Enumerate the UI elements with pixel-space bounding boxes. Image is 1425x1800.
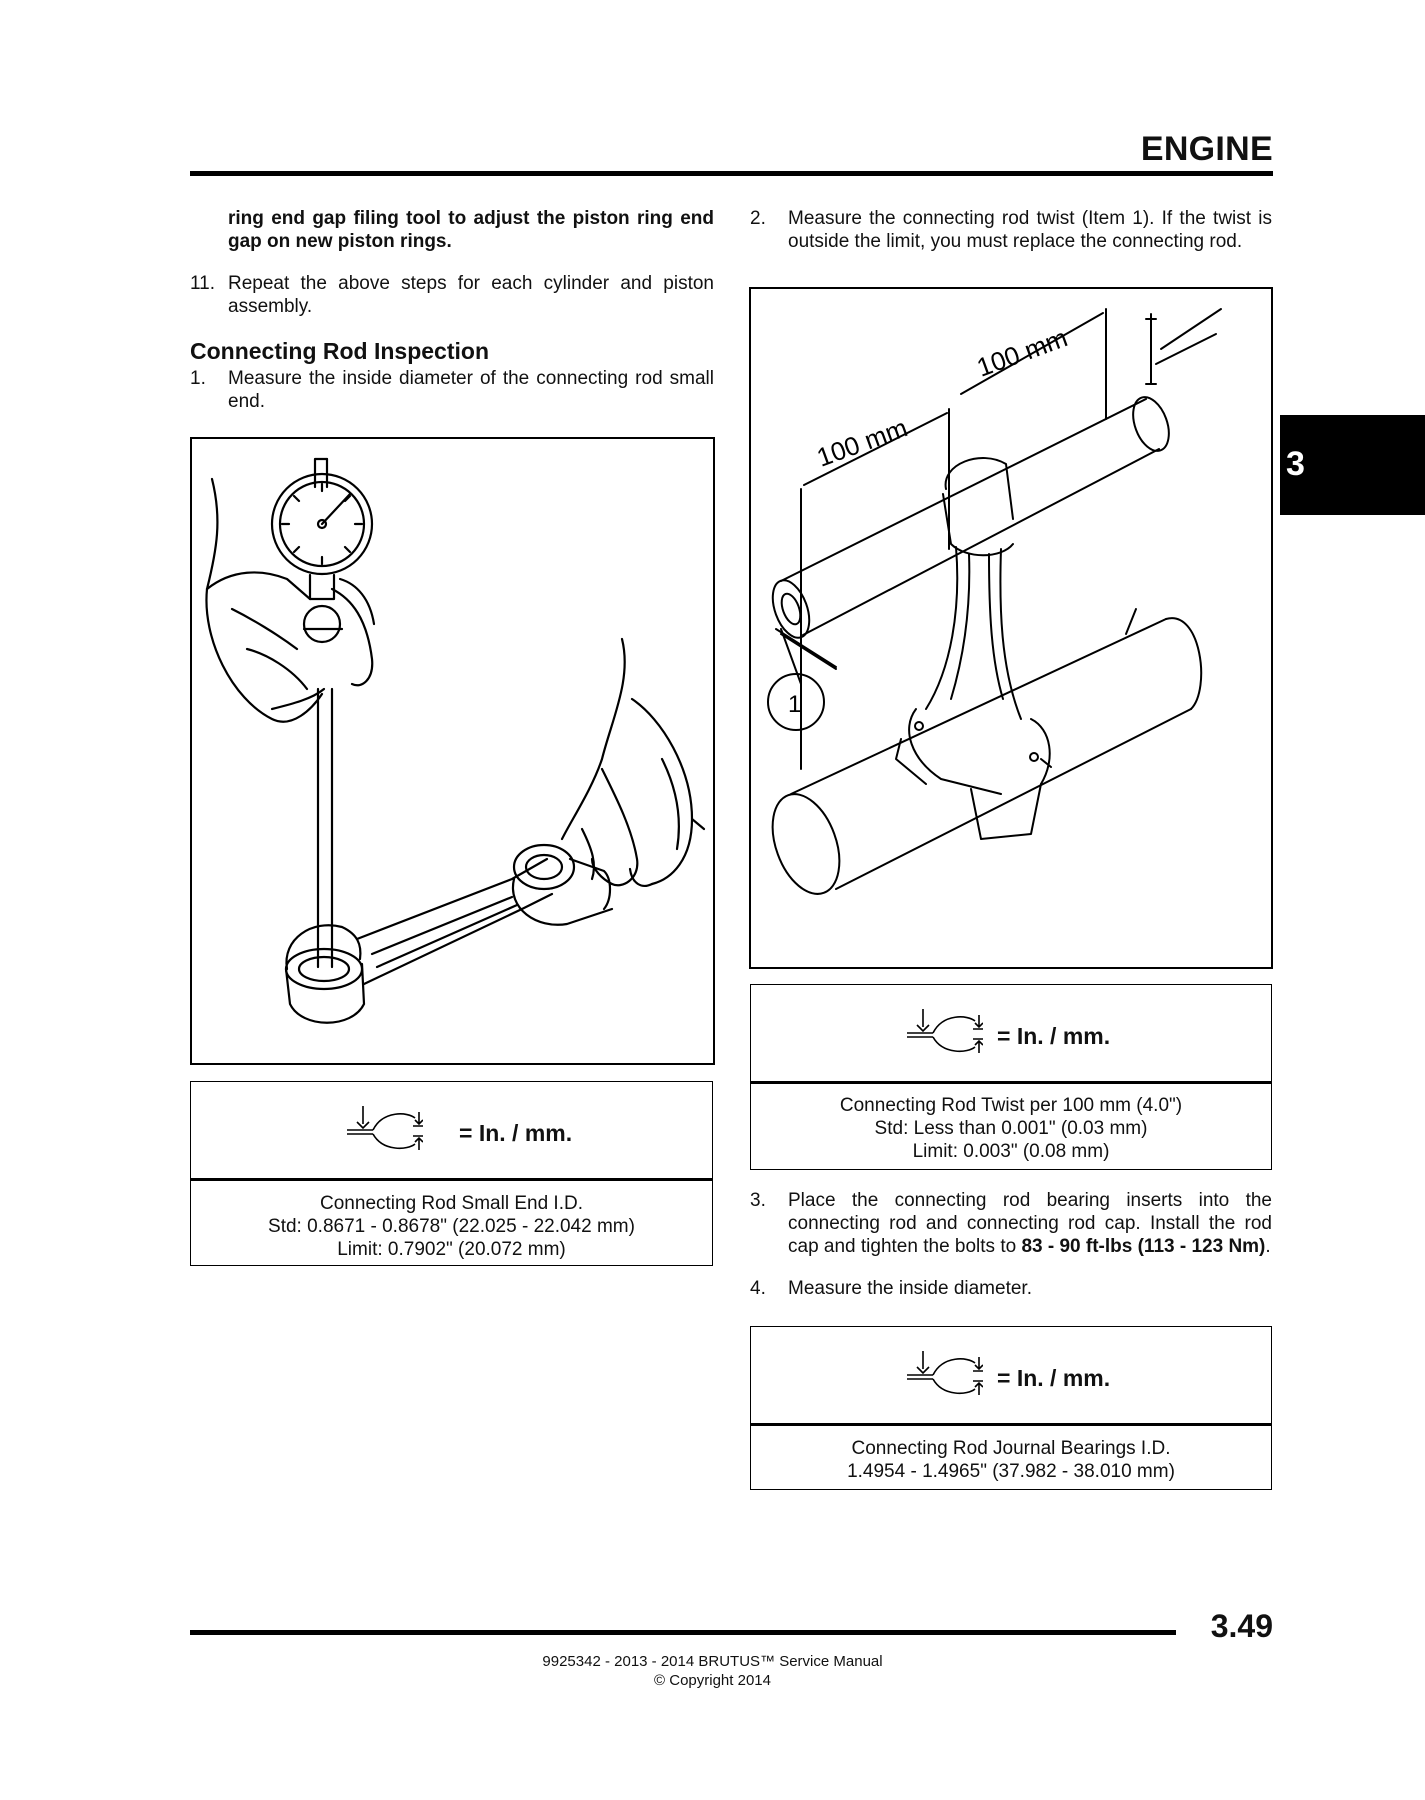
item-number-label: 1 bbox=[788, 691, 801, 718]
spec-unit-row: = In. / mm. bbox=[751, 985, 1271, 1084]
small-end-spec-box: = In. / mm. Connecting Rod Small End I.D… bbox=[190, 1081, 713, 1266]
spec-unit-label: = In. / mm. bbox=[997, 1365, 1111, 1391]
chapter-tab-label: 3 bbox=[1286, 445, 1305, 483]
left-column: ring end gap filing tool to adjust the p… bbox=[190, 207, 714, 413]
right-column-bottom: 3. Place the connecting rod bearing inse… bbox=[750, 1189, 1272, 1300]
step-number: 11. bbox=[190, 273, 216, 294]
small-end-measurement-figure bbox=[190, 437, 715, 1065]
step-number: 3. bbox=[750, 1190, 766, 1211]
spec-line: Std: 0.8671 - 0.8678" (22.025 - 22.042 m… bbox=[268, 1216, 635, 1237]
manual-title: 9925342 - 2013 - 2014 BRUTUS™ Service Ma… bbox=[542, 1653, 883, 1670]
step-text: Measure the inside diameter. bbox=[788, 1278, 1032, 1299]
step-text: Measure the connecting rod twist (Item 1… bbox=[788, 208, 1272, 252]
right-column-top: 2. Measure the connecting rod twist (Ite… bbox=[750, 207, 1272, 253]
spec-line: Std: Less than 0.001" (0.03 mm) bbox=[874, 1118, 1148, 1139]
step-2: 2. Measure the connecting rod twist (Ite… bbox=[750, 207, 1272, 253]
journal-bearing-spec-box: = In. / mm. Connecting Rod Journal Beari… bbox=[750, 1326, 1272, 1490]
spec-values: Connecting Rod Twist per 100 mm (4.0") S… bbox=[751, 1094, 1271, 1163]
caliper-icon bbox=[347, 1106, 423, 1150]
dim-label-right: 100 mm bbox=[973, 322, 1072, 382]
spec-unit-row: = In. / mm. bbox=[751, 1327, 1271, 1426]
spec-values: Connecting Rod Journal Bearings I.D. 1.4… bbox=[751, 1437, 1271, 1483]
spec-line: Connecting Rod Twist per 100 mm (4.0") bbox=[839, 1095, 1183, 1116]
step-3: 3. Place the connecting rod bearing inse… bbox=[750, 1189, 1272, 1258]
step-11: 11. Repeat the above steps for each cyli… bbox=[190, 272, 714, 318]
step-text-end: . bbox=[1265, 1236, 1271, 1257]
page-number: 3.49 bbox=[1210, 1608, 1273, 1644]
spec-line: Limit: 0.7902" (20.072 mm) bbox=[337, 1239, 566, 1260]
continued-text: ring end gap filing tool to adjust the p… bbox=[228, 208, 714, 252]
step-text: Measure the inside diameter of the conne… bbox=[228, 368, 714, 412]
footer-text: 9925342 - 2013 - 2014 BRUTUS™ Service Ma… bbox=[0, 1652, 1425, 1690]
spec-unit-label: = In. / mm. bbox=[459, 1120, 573, 1146]
bore-gauge-illustration bbox=[205, 457, 706, 1024]
spec-values: Connecting Rod Small End I.D. Std: 0.867… bbox=[191, 1192, 712, 1261]
spec-unit-label: = In. / mm. bbox=[997, 1023, 1111, 1049]
step-1: 1. Measure the inside diameter of the co… bbox=[190, 367, 714, 413]
rod-twist-spec-box: = In. / mm. Connecting Rod Twist per 100… bbox=[750, 984, 1272, 1170]
step-text: Place the connecting rod bearing inserts… bbox=[788, 1190, 1272, 1257]
section-title: ENGINE bbox=[1140, 130, 1273, 168]
rod-twist-illustration: 100 mm 100 mm 1 bbox=[767, 308, 1222, 895]
copyright: © Copyright 2014 bbox=[654, 1672, 771, 1689]
caliper-icon bbox=[907, 1351, 983, 1395]
spec-line: Connecting Rod Journal Bearings I.D. bbox=[851, 1438, 1171, 1459]
step-number: 2. bbox=[750, 208, 766, 229]
section-heading: Connecting Rod Inspection bbox=[190, 338, 489, 364]
step-number: 1. bbox=[190, 368, 206, 389]
footer-rule bbox=[190, 1630, 1176, 1635]
rod-twist-figure: 100 mm 100 mm 1 bbox=[749, 287, 1273, 969]
spec-unit-row: = In. / mm. bbox=[191, 1082, 712, 1181]
dim-label-left: 100 mm bbox=[813, 412, 912, 472]
caliper-icon bbox=[907, 1009, 983, 1053]
header-rule bbox=[190, 171, 1273, 176]
torque-spec: 83 - 90 ft-lbs (113 - 123 Nm) bbox=[1021, 1236, 1266, 1257]
step-text: Repeat the above steps for each cylinder… bbox=[228, 273, 714, 317]
spec-line: Limit: 0.003" (0.08 mm) bbox=[912, 1141, 1110, 1162]
chapter-tab: 3 bbox=[1280, 415, 1425, 515]
spec-line: 1.4954 - 1.4965" (37.982 - 38.010 mm) bbox=[847, 1461, 1175, 1482]
spec-line: Connecting Rod Small End I.D. bbox=[320, 1193, 583, 1214]
step-number: 4. bbox=[750, 1278, 766, 1299]
step-4: 4. Measure the inside diameter. bbox=[750, 1277, 1272, 1300]
